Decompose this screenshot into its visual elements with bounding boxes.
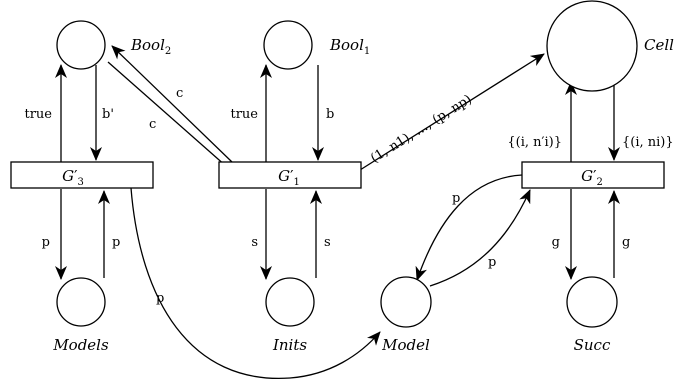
transition-g1 <box>218 161 362 189</box>
arc-label-bool2-g3: b' <box>102 107 114 122</box>
place-inits-label: Inits <box>272 336 307 354</box>
arc-label-succ-g2: g <box>622 235 630 250</box>
arc-label-models-g3: p <box>112 235 120 250</box>
arc-label-g1-bool1: true <box>230 107 258 122</box>
transition-g3-label: G′3 <box>62 167 84 188</box>
place-models-label: Models <box>52 336 109 354</box>
transition-g2 <box>521 161 665 189</box>
place-bool1 <box>263 20 313 70</box>
arc-label-inits-g1: s <box>324 235 331 250</box>
place-model <box>380 276 432 328</box>
arc-g1-to-cell <box>359 53 545 171</box>
arc-label-bool2-g1: c <box>176 86 183 101</box>
place-succ <box>566 276 618 328</box>
arc-label-model-g2: p <box>488 255 496 270</box>
arc-label-g1-inits: s <box>251 235 258 250</box>
place-cell <box>546 0 638 92</box>
arc-label-g2-succ: g <box>552 235 560 250</box>
arc-label-g3-model: p <box>156 291 164 306</box>
place-model-label: Model <box>381 336 430 354</box>
arc-g2-to-model <box>415 174 523 281</box>
arc-g3-to-model <box>130 187 381 379</box>
place-cell-label: Cell <box>644 36 674 54</box>
arc-label-g1-bool2: c <box>149 117 156 132</box>
arc-label-g3-bool2: true <box>24 107 52 122</box>
arc-label-g3-models: p <box>42 235 50 250</box>
arc-label-g2-cell: {(i, n′i)} <box>507 135 562 150</box>
place-bool2-label: Bool2 <box>130 36 171 57</box>
place-bool1-label: Bool1 <box>329 36 370 57</box>
place-succ-label: Succ <box>574 336 611 354</box>
arc-label-bool1-g1: b <box>326 107 334 122</box>
place-models <box>56 277 106 327</box>
arc-label-g1-cell: (1, n1), …, (p, np) <box>368 92 475 166</box>
place-inits <box>265 277 315 327</box>
arc-g1-to-bool2 <box>111 45 233 163</box>
arc-label-cell-g2: {(i, ni)} <box>622 135 674 150</box>
transition-g3 <box>10 161 154 189</box>
place-bool2 <box>56 20 106 70</box>
arc-bool2-to-g1 <box>107 61 236 175</box>
arc-label-g2-model: p <box>452 191 460 206</box>
transition-g2-label: G′2 <box>581 167 603 188</box>
arc-model-to-g2 <box>429 189 531 287</box>
transition-g1-label: G′1 <box>278 167 300 188</box>
